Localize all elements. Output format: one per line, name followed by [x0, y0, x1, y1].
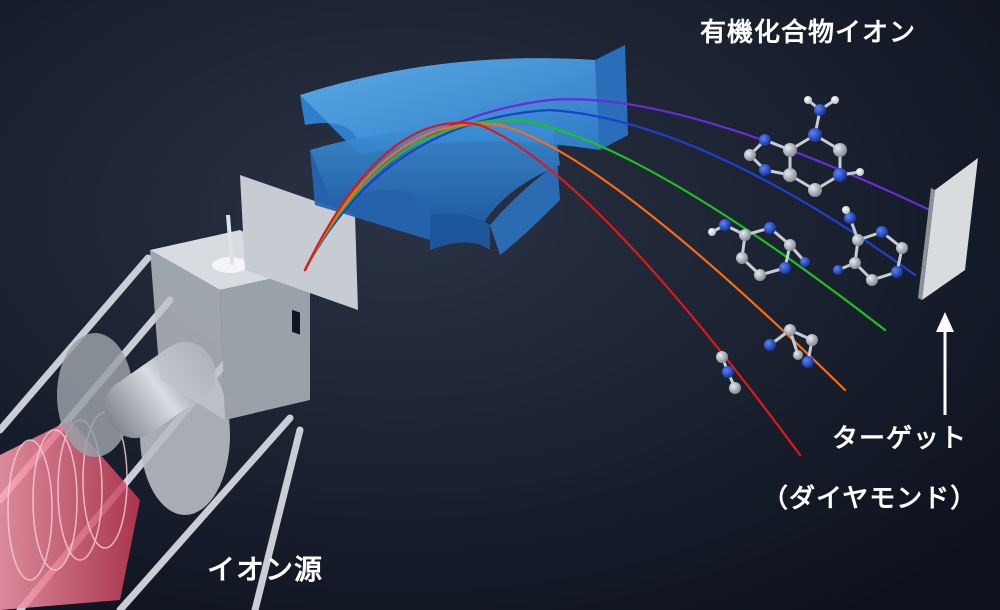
ion-source-assembly	[0, 175, 358, 610]
target-label: ターゲット	[832, 424, 968, 454]
aperture-slit	[292, 309, 300, 335]
chamber-side	[220, 270, 310, 420]
beam-blue	[303, 108, 917, 277]
molecule-tiny	[716, 351, 741, 394]
beam-orange	[303, 122, 847, 392]
ion-source-label: イオン源	[207, 553, 324, 586]
beam-red	[303, 121, 802, 457]
molecule-small	[764, 324, 818, 368]
target-arrow	[936, 312, 954, 415]
heater-coil	[0, 411, 140, 610]
target-plate	[922, 158, 978, 300]
molecule-large-top	[744, 96, 864, 197]
target-plate-edge	[918, 188, 935, 300]
molecule-medium-left	[708, 219, 810, 281]
organic-ions-label: 有機化合物イオン	[700, 18, 917, 48]
filament-rod	[226, 214, 234, 266]
sector-magnet	[300, 45, 628, 255]
chamber-front	[150, 250, 225, 420]
target-material-label: （ダイヤモンド）	[762, 484, 978, 514]
molecule-medium-right	[833, 206, 908, 286]
